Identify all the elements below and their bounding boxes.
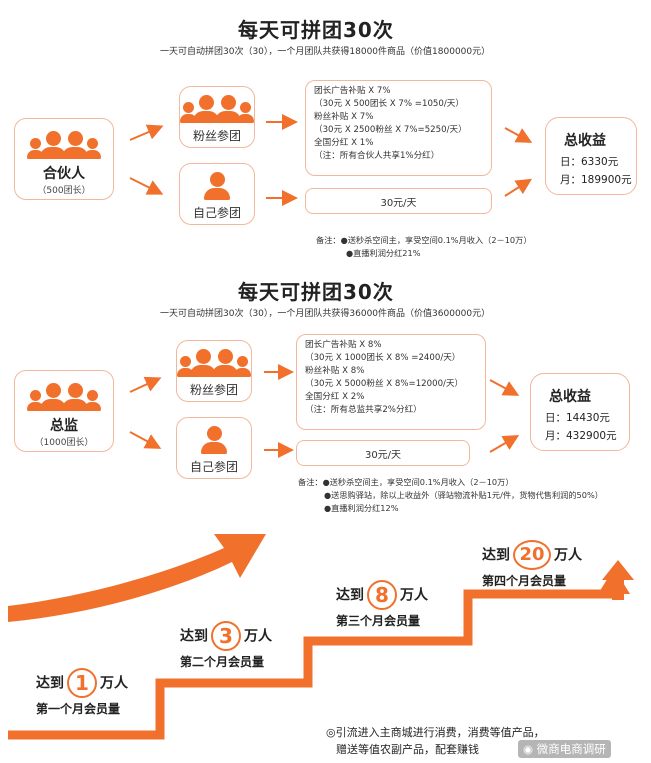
step-caption: 第四个月会员量 [482, 574, 567, 588]
footer-line-1: ◎引流进入主商城进行消费，消费等值产品， [326, 726, 545, 739]
detail-line: （注：所有总监共享2%分红） [305, 405, 422, 415]
self-label: 自己参团 [189, 460, 238, 474]
step-suffix: 万人 [554, 547, 582, 564]
flat-income-box: 30元/天 [305, 188, 492, 214]
arrow-icon [489, 434, 520, 453]
detail-line: 粉丝补贴 X 7% [314, 112, 374, 122]
detail-box: 团长广告补贴 X 7% （30元 X 500团长 X 7% =1050/天） 粉… [305, 80, 492, 176]
total-title: 总收益 [564, 133, 606, 149]
step-caption: 第三个月会员量 [336, 614, 421, 628]
step-suffix: 万人 [400, 587, 428, 604]
arrow-icon [504, 127, 533, 143]
total-day: 日：6330元 [560, 156, 619, 168]
section1-title: 每天可拼团30次 [238, 18, 394, 42]
person-icon [177, 426, 251, 454]
self-card: 自己参团 [179, 163, 255, 225]
step-prefix: 达到 [336, 587, 364, 604]
director-label: 总监 [50, 418, 78, 434]
detail-line: （30元 X 2500粉丝 X 7%=5250/天） [314, 125, 467, 135]
note-line: ●直播利润分红21% [346, 248, 421, 258]
detail-line: （注：所有合伙人共享1%分红） [314, 151, 440, 161]
growth-arrow-icon [8, 534, 266, 622]
total-income-card: 总收益 日：14430元 月：432900元 [530, 373, 630, 451]
group-icon [15, 383, 113, 411]
step-prefix: 达到 [36, 675, 64, 692]
group-icon [177, 349, 251, 377]
total-month: 月：189900元 [560, 174, 632, 186]
note-line: ●送思购驿站，除以上收益外（驿站物流补贴1元/件，货物代售利润的50%） [324, 490, 603, 500]
step-suffix: 万人 [244, 628, 272, 645]
arrow-icon [129, 376, 162, 393]
note-line: ●直播利润分红12% [324, 503, 399, 513]
detail-line: （30元 X 5000粉丝 X 8%=12000/天） [305, 379, 464, 389]
detail-line: 全国分红 X 1% [314, 138, 374, 148]
person-icon [180, 172, 254, 200]
note-line: 备注：●送秒杀空间主，享受空间0.1%月收入（2－10万） [316, 235, 532, 245]
step-number: 3 [211, 621, 241, 651]
step-prefix: 达到 [180, 628, 208, 645]
wechat-icon: ◉ [523, 742, 534, 756]
step-number: 20 [513, 540, 551, 570]
group-icon [180, 95, 254, 123]
detail-line: 粉丝补贴 X 8% [305, 366, 365, 376]
step-prefix: 达到 [482, 547, 510, 564]
partner-sub: （500团长） [37, 186, 91, 196]
total-income-card: 总收益 日：6330元 月：189900元 [545, 117, 637, 195]
arrow-icon [129, 431, 162, 449]
detail-line: （30元 X 500团长 X 7% =1050/天） [314, 99, 464, 109]
step-caption: 第二个月会员量 [180, 655, 265, 669]
self-label: 自己参团 [192, 206, 241, 220]
director-card: 总监 （1000团长） [14, 370, 114, 452]
section1-subtitle: 一天可自动拼团30次（30），一个月团队共获得18000件商品（价值180000… [160, 47, 491, 57]
up-arrow-icon [602, 560, 634, 600]
fans-card: 粉丝参团 [176, 340, 252, 402]
fans-label: 粉丝参团 [192, 129, 241, 143]
fans-label: 粉丝参团 [189, 383, 238, 397]
arrow-icon [504, 178, 533, 197]
partner-label: 合伙人 [43, 166, 85, 182]
director-sub: （1000团长） [34, 438, 94, 448]
total-day: 日：14430元 [545, 412, 610, 424]
group-icon [15, 131, 113, 159]
staircase-line [8, 589, 612, 740]
detail-line: 团长广告补贴 X 7% [314, 86, 391, 96]
watermark-label: ◉ 微商电商调研 [518, 740, 611, 758]
flat-income-box: 30元/天 [296, 440, 470, 466]
partner-card: 合伙人 （500团长） [14, 118, 114, 200]
note-line: 备注：●送秒杀空间主，享受空间0.1%月收入（2－10万） [298, 477, 514, 487]
section2-title: 每天可拼团30次 [238, 280, 394, 304]
watermark-text: 微商电商调研 [536, 742, 606, 756]
section2-subtitle: 一天可自动拼团30次（30），一个月团队共获得36000件商品（价值360000… [160, 309, 491, 319]
total-month: 月：432900元 [545, 430, 617, 442]
step-number: 1 [67, 668, 97, 698]
step-caption: 第一个月会员量 [36, 702, 121, 716]
detail-line: 团长广告补贴 X 8% [305, 340, 382, 350]
step-number: 8 [367, 580, 397, 610]
step-suffix: 万人 [100, 675, 128, 692]
detail-box: 团长广告补贴 X 8% （30元 X 1000团长 X 8% =2400/天） … [296, 334, 486, 430]
total-title: 总收益 [549, 389, 591, 405]
arrow-icon [129, 124, 164, 141]
fans-card: 粉丝参团 [179, 86, 255, 148]
arrow-icon [129, 177, 164, 195]
footer-line-2: 赠送等值农副产品，配套赚钱 [336, 743, 479, 756]
arrow-icon [489, 379, 520, 396]
self-card: 自己参团 [176, 417, 252, 479]
detail-line: 全国分红 X 2% [305, 392, 365, 402]
detail-line: （30元 X 1000团长 X 8% =2400/天） [305, 353, 461, 363]
